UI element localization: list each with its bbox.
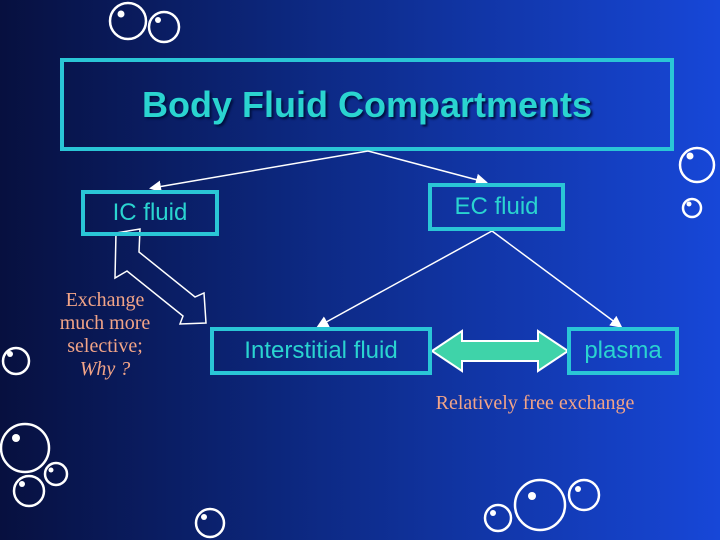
- bubble: [513, 478, 567, 532]
- free-exchange-double-arrow: [430, 329, 570, 373]
- bubble: [681, 197, 703, 219]
- bubble: [483, 503, 513, 533]
- ec-fluid-box: EC fluid: [428, 183, 565, 231]
- bubble: [108, 1, 148, 41]
- bubble: [43, 461, 69, 487]
- bubble: [12, 474, 46, 508]
- note-line: Exchange: [65, 289, 145, 311]
- bubble: [567, 478, 601, 512]
- ic-fluid-label: IC fluid: [112, 199, 188, 226]
- bubble: [147, 10, 181, 44]
- line-ec-to-plasma: [491, 230, 623, 328]
- line-title-to-ec: [367, 150, 488, 186]
- line-title-to-ic: [149, 150, 369, 193]
- bubble: [1, 346, 31, 376]
- plasma-box: plasma: [567, 327, 679, 375]
- plasma-label: plasma: [584, 337, 662, 364]
- bubble: [678, 146, 716, 184]
- slide-title: Body Fluid Compartments: [141, 83, 593, 125]
- line-ec-to-interstitial: [316, 230, 493, 328]
- bubble: [0, 422, 51, 474]
- selective-exchange-note: Exchange much more selective; Why ?: [30, 289, 180, 381]
- title-box: Body Fluid Compartments: [60, 58, 674, 151]
- selective-exchange-double-arrow: [114, 228, 207, 325]
- free-exchange-note: Relatively free exchange: [435, 392, 635, 414]
- note-line: selective;: [67, 335, 143, 357]
- interstitial-fluid-box: Interstitial fluid: [210, 327, 432, 375]
- interstitial-fluid-label: Interstitial fluid: [244, 337, 398, 364]
- note-question: Why ?: [79, 358, 131, 380]
- ec-fluid-label: EC fluid: [454, 193, 539, 220]
- note-line: much more: [59, 312, 151, 334]
- bubble: [194, 507, 226, 539]
- ic-fluid-box: IC fluid: [81, 190, 219, 236]
